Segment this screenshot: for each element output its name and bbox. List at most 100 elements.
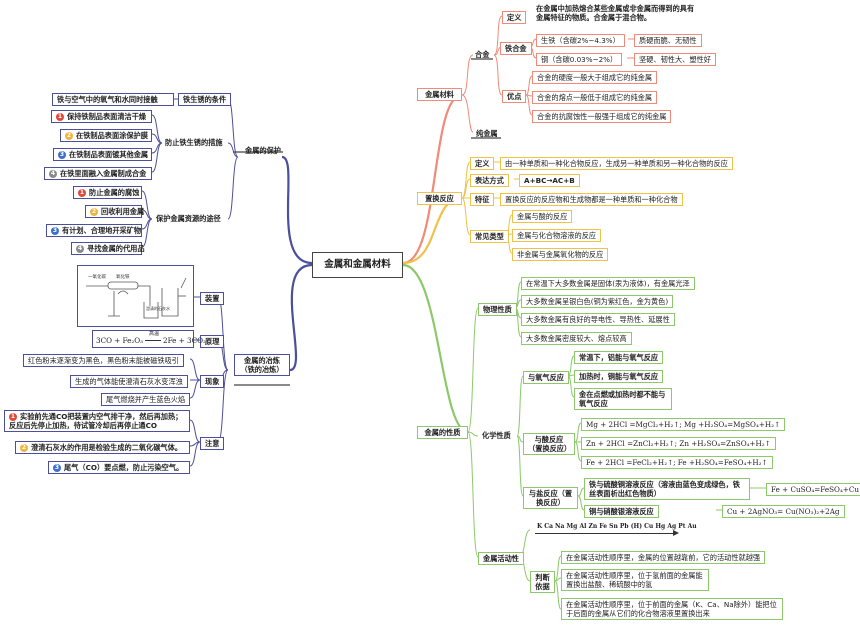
advantage-item: 合金的熔点一般低于组成它的纯金属 — [532, 91, 658, 104]
topic-metal-materials[interactable]: 金属材料 — [417, 88, 462, 101]
number-badge: 3 — [53, 464, 61, 472]
copper-silver-nitrate-reaction: 铜与硝酸银溶液反应 — [584, 505, 659, 518]
judgment-item: 在金属活动性顺序里，位于前面的金属（K、Ca、Na除外）能把位于后面的金属从它们… — [561, 598, 783, 620]
alloy-definition-text: 在金属中加热熔合某些金属或非金属而得到的具有金属特征的物质。合金属于混合物。 — [532, 3, 704, 23]
expression-label[interactable]: 表达方式 — [470, 174, 509, 187]
common-type-item: 金属与酸的反应 — [512, 210, 573, 223]
metal-activity-label[interactable]: 金属活动性 — [478, 552, 524, 565]
physical-property-item: 在常温下大多数金属是固体(汞为液体)，有金属光泽 — [521, 277, 695, 290]
topic-metal-smelting[interactable]: 金属的冶炼（铁的冶炼） — [234, 354, 290, 376]
number-badge: 2 — [20, 444, 28, 452]
number-badge: 3 — [51, 227, 59, 235]
resource-protection-text: 寻找金属的代用品 — [87, 244, 145, 253]
salt-reaction-label[interactable]: 与盐反应（置换反应） — [523, 487, 578, 509]
steel-property: 坚硬、韧性大、塑性好 — [634, 53, 716, 66]
number-badge: 4 — [49, 170, 57, 178]
pure-metal-node[interactable]: 纯金属 — [476, 129, 498, 138]
common-type-item: 金属与化合物溶液的反应 — [512, 229, 602, 242]
principle-condition: 高温 — [149, 331, 160, 337]
principle-products: 2Fe + 3CO₂ — [163, 336, 206, 345]
rust-conditions-text: 铁与空气中的氧气和水同时接触 — [52, 93, 174, 106]
activity-series: K Ca Na Mg Al Zn Fe Sn Pb (H) Cu Hg Ag P… — [533, 521, 701, 532]
steel-node[interactable]: 钢（含碳0.03%~2%） — [536, 53, 623, 66]
expression-text: A+BC→AC+B — [519, 174, 580, 187]
phenomenon-item: 生成的气体能使澄清石灰水变浑浊 — [70, 375, 188, 388]
advantage-item: 合金的抗腐蚀性一般强于组成它的纯金属 — [532, 110, 672, 123]
physical-property-item: 大多数金属呈银白色(铜为紫红色，金为黄色) — [521, 295, 674, 308]
number-badge: 1 — [78, 189, 86, 197]
judgment-item: 在金属活动性顺序里，位于氢前面的金属能置换出盐酸、稀硫酸中的氢 — [561, 569, 709, 591]
principle-arrow — [145, 340, 161, 341]
common-type-item: 非金属与金属氧化物的反应 — [512, 248, 609, 261]
resource-protection-text: 防止金属的腐蚀 — [89, 188, 140, 197]
notes-text: 尾气（CO）要点燃，防止污染空气。 — [64, 463, 184, 472]
number-badge: 3 — [58, 151, 66, 159]
rust-prevention-text: 在铁里面融入金属制成合金 — [60, 169, 147, 178]
feature-label[interactable]: 特征 — [470, 193, 495, 206]
number-badge: 2 — [65, 132, 73, 140]
physical-properties-label[interactable]: 物理性质 — [478, 303, 517, 316]
iron-copper-sulfate-equation: Fe + CuSO₄=FeSO₄+Cu — [766, 483, 860, 496]
number-badge: 4 — [76, 245, 84, 253]
ironmaking-apparatus-illustration: 一氧化碳 氧化铁 澄清的石灰水 — [86, 273, 187, 319]
topic-metal-properties[interactable]: 金属的性质 — [417, 426, 468, 439]
judgment-basis-label[interactable]: 判断依据 — [530, 571, 555, 593]
phenomenon-item: 尾气燃烧并产生蓝色火焰 — [101, 393, 191, 406]
iron-copper-sulfate-reaction: 铁与硫酸铜溶液反应（溶液由蓝色变成绿色，铁丝表面析出红色物质） — [584, 478, 750, 500]
common-types-label[interactable]: 常见类型 — [470, 230, 509, 243]
number-badge: 2 — [90, 208, 98, 216]
rust-conditions-label[interactable]: 铁生锈的条件 — [178, 93, 232, 106]
physical-property-item: 大多数金属密度较大、熔点较高 — [521, 332, 632, 345]
acid-reaction-equation: Mg + 2HCl =MgCl₂+H₂↑; Mg +H₂SO₄=MgSO₄+H₂… — [581, 418, 786, 431]
resource-protection-label[interactable]: 保护金属资源的途径 — [156, 214, 221, 223]
iron-alloy-label[interactable]: 铁合金 — [500, 42, 532, 55]
copper-silver-nitrate-equation: Cu + 2AgNO₃= Cu(NO₃)₂+2Ag — [722, 505, 845, 518]
activity-series-arrow — [535, 533, 675, 534]
rust-prevention-text: 在铁制品表面涂保护膜 — [76, 131, 148, 140]
rust-prevention-text: 保持铁制品表面清洁干燥 — [67, 112, 147, 121]
phenomenon-label[interactable]: 现象 — [200, 375, 225, 388]
alloy-node[interactable]: 合金 — [475, 50, 490, 59]
pig-iron-property: 质硬而脆、无韧性 — [634, 34, 702, 47]
displacement-definition-text: 由一种单质和一种化合物反应，生成另一种单质和另一种化合物的反应 — [500, 157, 733, 170]
notes-text: 澄清石灰水的作用是检验生成的二氧化碳气体。 — [31, 443, 182, 452]
activity-arrow-head — [673, 530, 679, 536]
apparatus-label-co: 一氧化碳 — [88, 273, 106, 280]
pig-iron-node[interactable]: 生铁（含碳2%~4.3%） — [536, 34, 625, 47]
oxygen-reaction-label[interactable]: 与氧气反应 — [523, 371, 569, 384]
notes-label[interactable]: 注意 — [200, 437, 225, 450]
topic-metal-protection[interactable]: 金属的保护 — [245, 146, 281, 155]
number-badge: 1 — [56, 113, 64, 121]
physical-property-item: 大多数金属有良好的导电性、导热性、延展性 — [521, 313, 675, 326]
number-badge: 1 — [9, 413, 17, 421]
principle-label[interactable]: 原理 — [200, 335, 225, 348]
oxygen-reaction-item: 金在点燃或加热时都不能与氧气反应 — [574, 388, 672, 410]
acid-reaction-label[interactable]: 与酸反应（置换反应） — [523, 433, 575, 455]
apparatus-label[interactable]: 装置 — [200, 292, 225, 305]
notes-text: 实验前先通CO把装置内空气排干净，然后再加热；反应后先停止加热，待试管冷却后再停… — [9, 412, 183, 430]
apparatus-label-fe2o3: 氧化铁 — [116, 273, 130, 280]
apparatus-diagram: 一氧化碳 氧化铁 澄清的石灰水 — [77, 265, 194, 327]
oxygen-reaction-item: 加热时，铜能与氧气反应 — [574, 370, 664, 383]
chemical-properties-label[interactable]: 化学性质 — [482, 431, 511, 440]
resource-protection-text: 回收利用金属 — [101, 207, 145, 216]
displacement-definition-label[interactable]: 定义 — [470, 157, 495, 170]
rust-prevention-label[interactable]: 防止铁生锈的措施 — [165, 138, 223, 147]
apparatus-label-limewater: 澄清的石灰水 — [146, 305, 170, 311]
topic-displacement-reaction[interactable]: 置换反应 — [417, 192, 462, 205]
advantages-label[interactable]: 优点 — [502, 90, 527, 103]
root-topic[interactable]: 金属和金属材料 — [312, 252, 403, 278]
alloy-definition-label[interactable]: 定义 — [502, 11, 527, 24]
acid-reaction-equation: Zn + 2HCl =ZnCl₂+H₂↑; Zn +H₂SO₄=ZnSO₄+H₂… — [581, 437, 776, 450]
advantage-item: 合金的硬度一般大于组成它的纯金属 — [532, 71, 658, 84]
